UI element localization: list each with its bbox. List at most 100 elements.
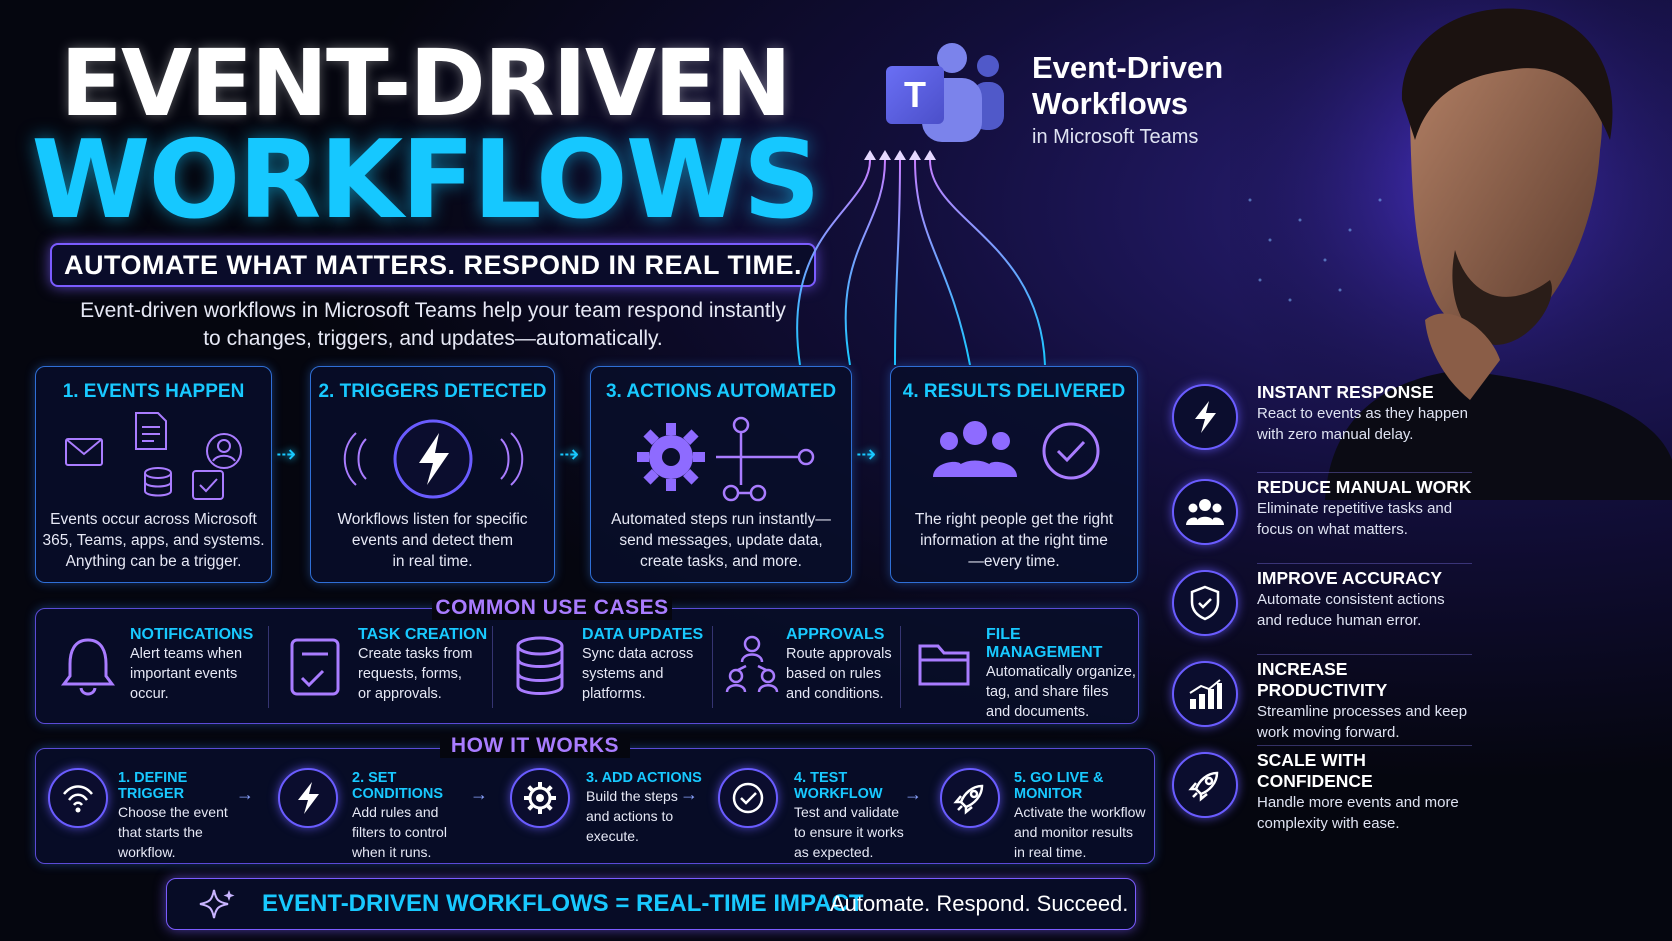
use-cases-panel bbox=[35, 608, 1139, 724]
how-step-define-trigger: 1. DEFINE TRIGGER Choose the event that … bbox=[118, 770, 238, 862]
database-icon bbox=[516, 636, 564, 695]
arrow-head-icon bbox=[924, 150, 936, 160]
intro-line: to changes, triggers, and updates—automa… bbox=[203, 327, 663, 350]
how-step-desc-line: Add rules and bbox=[352, 804, 439, 820]
step-desc: The right people get the right informati… bbox=[897, 509, 1131, 572]
use-case-desc-line: Route approvals bbox=[786, 646, 892, 662]
benefit-item: INCREASE PRODUCTIVITY Streamline process… bbox=[1172, 659, 1472, 745]
step-desc-line: Automated steps run instantly— bbox=[611, 511, 831, 528]
teams-heading: Event-Driven Workflows in Microsoft Team… bbox=[1032, 50, 1223, 149]
step-desc-line: send messages, update data, bbox=[619, 532, 823, 549]
use-case-title: TASK CREATION bbox=[358, 626, 488, 643]
benefit-desc-line: Automate consistent actions bbox=[1257, 591, 1445, 608]
event-sources-icons bbox=[65, 412, 242, 500]
user-icon-body bbox=[212, 454, 236, 462]
use-case-desc-line: Sync data across bbox=[582, 646, 694, 662]
divider bbox=[900, 626, 901, 708]
use-case-desc-line: occur. bbox=[130, 686, 169, 702]
mail-icon-flap bbox=[65, 438, 103, 456]
how-step-desc-line: Choose the event bbox=[118, 804, 228, 820]
arrow-head-icon bbox=[864, 150, 876, 160]
divider bbox=[712, 626, 713, 708]
sparkle-icon bbox=[199, 889, 235, 919]
divider bbox=[1257, 472, 1472, 473]
use-case-desc-line: important events bbox=[130, 666, 238, 682]
benefit-desc-line: Eliminate repetitive tasks and bbox=[1257, 500, 1453, 517]
how-step-go-live: 5. GO LIVE & MONITOR Activate the workfl… bbox=[1014, 770, 1154, 862]
benefit-desc-line: work moving forward. bbox=[1257, 724, 1400, 741]
step-card-results: 4. RESULTS DELIVERED The right people ge… bbox=[890, 366, 1138, 583]
how-step-set-conditions: 2. SET CONDITIONS Add rules and filters … bbox=[352, 770, 477, 862]
step-title: 1. EVENTS HAPPEN bbox=[62, 381, 245, 402]
arrow-head-icon bbox=[879, 150, 891, 160]
database-icon bbox=[144, 467, 172, 479]
trigger-signal-icon bbox=[343, 419, 524, 499]
lightning-icon bbox=[1172, 384, 1238, 450]
mail-icon bbox=[65, 438, 103, 466]
actions-icons bbox=[637, 416, 815, 502]
step-card-triggers: 2. TRIGGERS DETECTED Workflows listen fo… bbox=[310, 366, 555, 583]
flow-arrow-icon: ⇢ bbox=[856, 441, 877, 468]
use-cases-heading: COMMON USE CASES bbox=[432, 596, 672, 620]
step-title: 3. ACTIONS AUTOMATED bbox=[605, 381, 837, 402]
use-case-desc-line: Alert teams when bbox=[130, 646, 243, 662]
step-desc-line: Workflows listen for specific bbox=[337, 511, 528, 528]
benefits-list: INSTANT RESPONSE React to events as they… bbox=[1172, 382, 1472, 836]
how-step-desc-line: Build the steps bbox=[586, 788, 678, 804]
benefit-item: INSTANT RESPONSE React to events as they… bbox=[1172, 382, 1472, 472]
intro-line: Event-driven workflows in Microsoft Team… bbox=[80, 299, 786, 322]
gear-icon bbox=[637, 423, 705, 491]
signal-icon bbox=[48, 768, 108, 828]
use-case-desc-line: systems and bbox=[582, 666, 664, 682]
user-icon-head bbox=[217, 439, 231, 453]
step-desc-line: Anything can be a trigger. bbox=[65, 553, 242, 570]
step-desc-line: 365, Teams, apps, and systems. bbox=[42, 532, 265, 549]
benefit-desc-line: Streamline processes and keep bbox=[1257, 703, 1468, 720]
footer-banner bbox=[166, 878, 1136, 930]
arrow-head-icon bbox=[909, 150, 921, 160]
main-title-line1: EVENT-DRIVEN bbox=[60, 30, 792, 137]
check-circle-icon bbox=[718, 768, 778, 828]
gear-icon bbox=[510, 768, 570, 828]
step-desc-line: The right people get the right bbox=[914, 511, 1114, 528]
flow-line bbox=[796, 159, 871, 365]
divider bbox=[1257, 745, 1472, 746]
benefit-title: INCREASE PRODUCTIVITY bbox=[1257, 659, 1388, 700]
how-step-desc-line: that starts the bbox=[118, 824, 203, 840]
step-desc: Workflows listen for specific events and… bbox=[317, 509, 548, 572]
use-case-file-management: FILE MANAGEMENT Automatically organize, … bbox=[986, 626, 1136, 722]
bell-icon bbox=[61, 638, 115, 696]
flow-line bbox=[929, 159, 1046, 365]
flow-arrow-icon: ⇢ bbox=[559, 441, 580, 468]
how-step-title: 4. TEST WORKFLOW bbox=[794, 770, 883, 802]
how-step-add-actions: 3. ADD ACTIONS Build the steps and actio… bbox=[586, 770, 706, 846]
use-case-desc-line: and conditions. bbox=[786, 686, 884, 702]
check-tick bbox=[1056, 440, 1086, 463]
teams-title-line1: Event-Driven bbox=[1032, 50, 1224, 85]
benefit-title: INSTANT RESPONSE bbox=[1257, 382, 1434, 402]
arrow-right-icon: → bbox=[680, 784, 698, 804]
flow-line bbox=[894, 159, 901, 365]
divider bbox=[268, 626, 269, 708]
arrow-right-icon: → bbox=[904, 784, 922, 804]
user-icon bbox=[206, 433, 242, 469]
step-title: 4. RESULTS DELIVERED bbox=[902, 381, 1126, 402]
how-it-works-heading: HOW IT WORKS bbox=[440, 734, 630, 758]
intro-text: Event-driven workflows in Microsoft Team… bbox=[60, 297, 806, 353]
use-case-desc-line: or approvals. bbox=[358, 686, 442, 702]
arrow-head-icon bbox=[894, 150, 906, 160]
benefit-text: INSTANT RESPONSE React to events as they… bbox=[1257, 382, 1468, 445]
document-icon bbox=[135, 412, 167, 450]
benefit-text: IMPROVE ACCURACY Automate consistent act… bbox=[1257, 568, 1445, 631]
rocket-icon bbox=[940, 768, 1000, 828]
step-desc-line: create tasks, and more. bbox=[640, 553, 802, 570]
bar-chart-icon bbox=[1172, 661, 1238, 727]
benefit-text: REDUCE MANUAL WORK Eliminate repetitive … bbox=[1257, 477, 1472, 540]
benefit-title: IMPROVE ACCURACY bbox=[1257, 568, 1443, 588]
shield-check-icon bbox=[1172, 570, 1238, 636]
database-icon-body bbox=[144, 473, 172, 497]
benefit-item: REDUCE MANUAL WORK Eliminate repetitive … bbox=[1172, 477, 1472, 563]
teams-logo-icon: T bbox=[880, 40, 1010, 150]
how-step-title: 5. GO LIVE & MONITOR bbox=[1014, 770, 1104, 802]
how-step-desc-line: workflow. bbox=[118, 844, 176, 860]
